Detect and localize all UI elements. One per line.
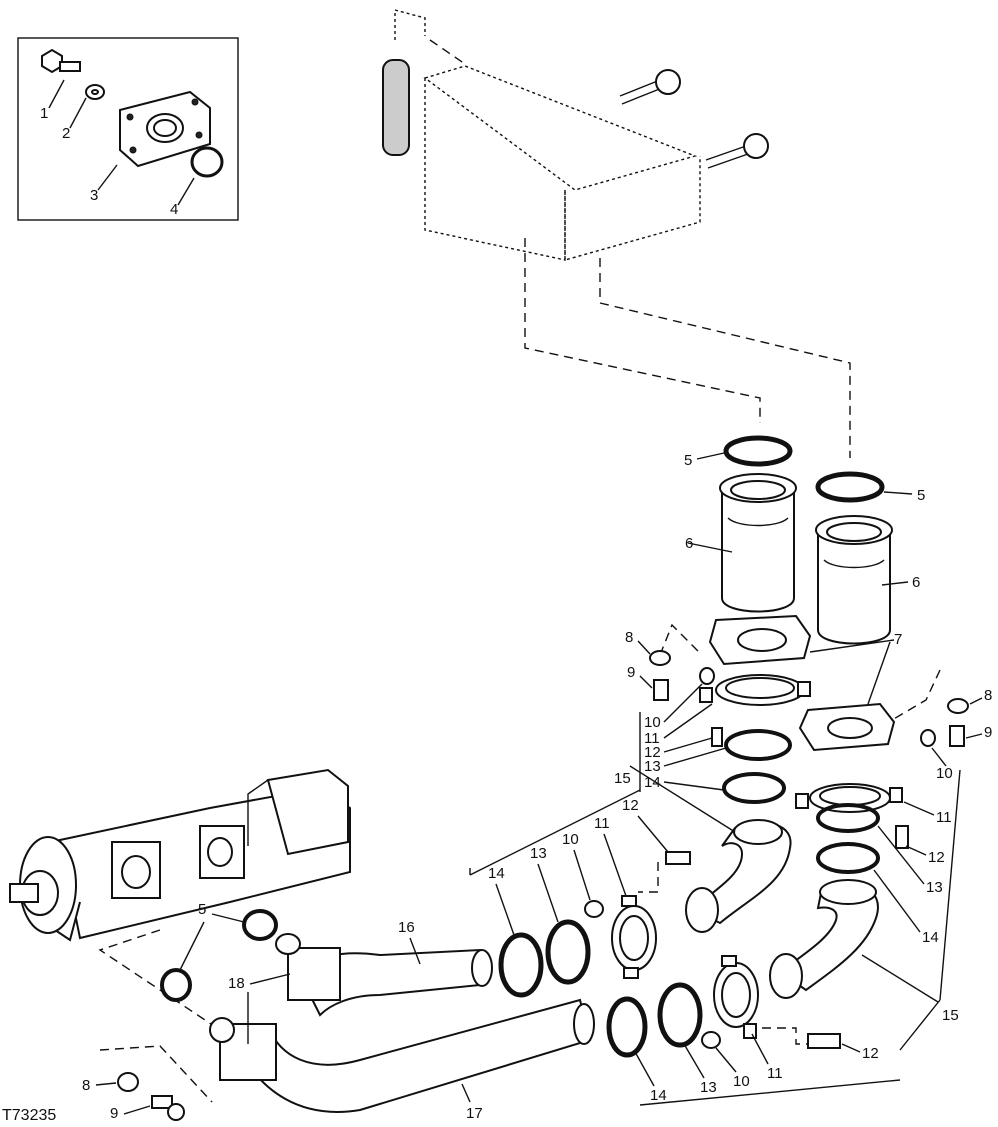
o-ring-pump-upper	[242, 909, 278, 941]
callout-14-middle: 14	[488, 865, 505, 882]
inset-o-ring	[190, 146, 224, 178]
callout-12-upper-right: 12	[928, 849, 945, 866]
washer-10-upper-right	[920, 729, 936, 747]
lockwasher-8-upper-right	[947, 698, 969, 714]
elbow-tube-lower	[769, 879, 879, 999]
o-ring-14-upper-left	[722, 772, 786, 804]
callout-13-middle: 13	[530, 845, 547, 862]
callout-10-lower: 10	[733, 1073, 750, 1090]
callout-8-lower-left: 8	[82, 1077, 90, 1094]
callout-14-upper-right: 14	[922, 929, 939, 946]
callout-9-lower-left: 9	[110, 1105, 118, 1122]
callout-7: 7	[894, 631, 902, 648]
callout-4: 4	[170, 201, 178, 218]
gasket-left	[708, 614, 812, 666]
callout-8-upper-left: 8	[625, 629, 633, 646]
split-flange-upper-right	[795, 783, 903, 813]
inset-flange	[119, 90, 211, 168]
suction-tube-left	[719, 473, 797, 613]
callout-10-middle: 10	[562, 831, 579, 848]
split-flange-upper-left	[699, 674, 811, 706]
callout-18: 18	[228, 975, 245, 992]
lockwasher-8-lower-left	[117, 1072, 139, 1092]
inset-lock-washer	[85, 84, 105, 100]
capscrew-12-upper-left	[711, 727, 723, 747]
split-flange-middle	[611, 895, 657, 979]
callout-6-left: 6	[685, 535, 693, 552]
hydraulic-reservoir	[382, 9, 769, 261]
inset-bolt	[41, 48, 81, 74]
callout-11-lower: 11	[767, 1065, 783, 1082]
callout-10-upper-left: 10	[644, 714, 661, 731]
callout-15-lower: 15	[942, 1007, 959, 1024]
o-ring-upper-left	[723, 435, 793, 467]
capscrew-9-upper-right	[949, 725, 965, 747]
callout-12-lower: 12	[862, 1045, 879, 1062]
suction-tube-right	[815, 515, 893, 645]
capscrew-12-middle	[665, 851, 691, 865]
capscrew-12-lower	[807, 1033, 841, 1049]
capscrew-12-upper-right	[895, 825, 909, 849]
callout-5-pump: 5	[198, 901, 206, 918]
callout-11-upper-right: 11	[936, 809, 952, 826]
o-ring-13-lower	[657, 982, 703, 1048]
washer-10-upper-left	[699, 667, 715, 685]
callout-5-upper-right: 5	[917, 487, 925, 504]
washer-10-lower	[701, 1031, 721, 1049]
reservoir-strainer	[382, 59, 410, 156]
lockwasher-8-upper-left	[649, 650, 671, 666]
o-ring-14-upper-right	[816, 842, 880, 874]
capscrew-9-lower-left	[151, 1095, 185, 1121]
callout-3: 3	[90, 187, 98, 204]
callout-9-upper-left: 9	[627, 664, 635, 681]
callout-17: 17	[466, 1105, 483, 1122]
callout-15-upper-left: 15	[614, 770, 631, 787]
callout-8-upper-right: 8	[984, 687, 992, 704]
o-ring-14-lower	[606, 996, 648, 1058]
callout-9-upper-right: 9	[984, 724, 992, 741]
o-ring-13-upper-right	[816, 803, 880, 833]
washer-10-middle	[584, 900, 604, 918]
callout-2: 2	[62, 125, 70, 142]
split-flange-lower	[713, 955, 759, 1039]
callout-1: 1	[40, 105, 48, 122]
hydraulic-pump	[9, 768, 351, 942]
callout-10-upper-right: 10	[936, 765, 953, 782]
figure-id: T73235	[2, 1107, 56, 1124]
callout-11-middle: 11	[594, 815, 610, 832]
o-ring-13-upper-left	[724, 729, 792, 761]
callout-6-right: 6	[912, 574, 920, 591]
inset-detail-box: 1 2 3 4	[17, 37, 239, 221]
o-ring-14-middle	[498, 932, 544, 998]
callout-14-upper-left: 14	[644, 774, 661, 791]
callout-5-upper-left: 5	[684, 452, 692, 469]
elbow-tube-upper	[685, 819, 792, 933]
callout-14-lower: 14	[650, 1087, 667, 1104]
o-ring-13-middle	[545, 919, 591, 985]
tube-17	[209, 998, 595, 1113]
callout-13-upper-left: 13	[644, 758, 661, 775]
gasket-right	[798, 702, 896, 752]
callout-13-upper-right: 13	[926, 879, 943, 896]
o-ring-pump-lower	[160, 968, 192, 1002]
tube-16	[275, 933, 493, 1017]
capscrew-9-upper-left	[653, 679, 669, 701]
callout-12-middle: 12	[622, 797, 639, 814]
callout-11-upper-left: 11	[644, 730, 660, 747]
o-ring-upper-right	[815, 471, 885, 503]
callout-13-lower: 13	[700, 1079, 717, 1096]
callout-16: 16	[398, 919, 415, 936]
callout-12-upper-left: 12	[644, 744, 661, 761]
